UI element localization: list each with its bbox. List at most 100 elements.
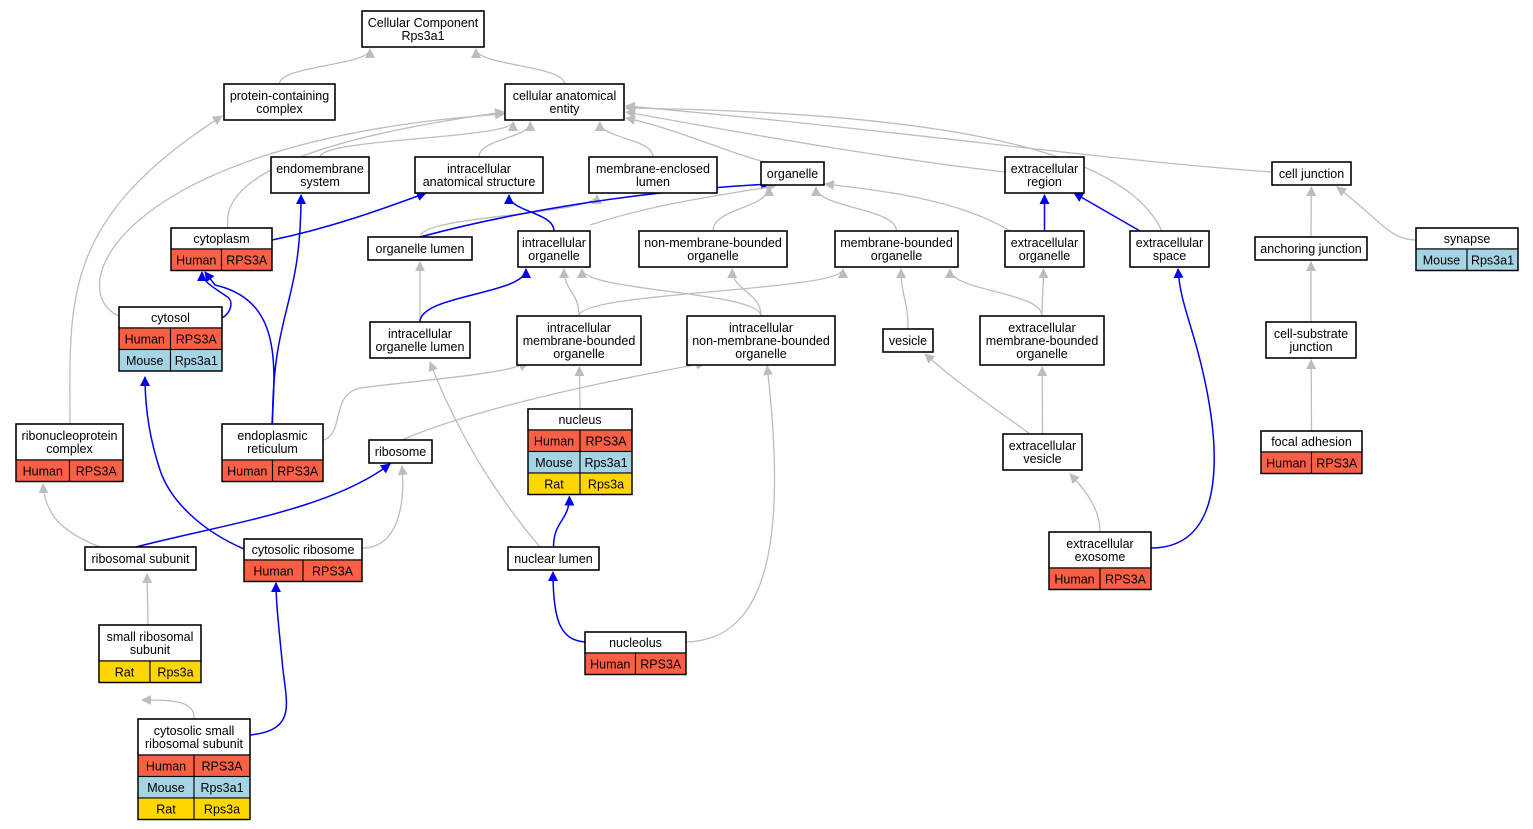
term-label-line: ribosome xyxy=(375,445,426,459)
gene-symbol: Rps3a1 xyxy=(584,456,627,470)
species-label: Human xyxy=(1266,456,1306,470)
term-node-ribosomal-subunit[interactable]: ribosomal subunit xyxy=(84,546,197,571)
species-label: Human xyxy=(146,759,186,773)
term-node-organelle-lumen[interactable]: organelle lumen xyxy=(367,236,473,261)
gene-symbol: RPS3A xyxy=(1105,572,1147,586)
edge-small-ribosomal-subunit-to-ribosomal-subunit xyxy=(142,573,153,626)
term-outline xyxy=(414,156,544,194)
term-label-line: membrane-bounded xyxy=(840,236,953,250)
edge-endomembrane-to-anatomical-entity xyxy=(319,121,518,158)
edge-extracellular-region-to-anatomical-entity xyxy=(625,108,1006,173)
edge-intracellular-structure-to-anatomical-entity xyxy=(478,121,536,158)
term-label-line: non-membrane-bounded xyxy=(692,334,830,348)
edge-intracellular-non-membrane-organelle-to-non-membrane-organelle xyxy=(727,268,762,317)
gene-symbol: RPS3A xyxy=(586,434,628,448)
species-label: Human xyxy=(176,253,216,267)
gene-symbol: RPS3A xyxy=(312,564,354,578)
term-label-line: region xyxy=(1027,175,1062,189)
term-outline xyxy=(882,328,934,353)
term-outline xyxy=(243,538,363,583)
gene-symbol: Rps3a xyxy=(588,477,624,491)
term-outline xyxy=(504,83,625,121)
edge-cytosol-to-anatomical-entity xyxy=(98,109,505,317)
term-outline xyxy=(527,408,633,496)
term-label-line: membrane-bounded xyxy=(986,334,1099,348)
term-label-line: organelle lumen xyxy=(376,242,465,256)
term-node-cell-junction[interactable]: cell junction xyxy=(1271,161,1352,186)
edge-organelle-to-anatomical-entity xyxy=(625,115,769,164)
term-outline xyxy=(1129,230,1210,268)
term-label-line: ribonucleoprotein xyxy=(22,429,118,443)
term-node-vesicle[interactable]: vesicle xyxy=(882,328,934,353)
edge-cytoplasm-to-intracellular-structure xyxy=(271,191,427,241)
edge-extracellular-exosome-to-extracellular-vesicle xyxy=(1069,473,1101,533)
species-label: Mouse xyxy=(126,354,164,368)
term-label-line: complex xyxy=(256,102,303,116)
term-label-line: nucleus xyxy=(558,413,601,427)
edge-ribosomal-subunit-to-ribonucleoprotein-complex xyxy=(38,483,101,548)
term-label-line: Rps3a1 xyxy=(401,29,444,43)
edge-extracellular-exosome-to-extracellular-space xyxy=(1150,268,1215,549)
species-label: Human xyxy=(590,657,630,671)
term-label-line: complex xyxy=(46,442,93,456)
edge-nucleolus-to-intracellular-non-membrane-organelle xyxy=(685,365,776,643)
term-node-intracellular-non-membrane-organelle[interactable]: intracellularnon-membrane-boundedorganel… xyxy=(686,315,836,366)
term-label-line: intracellular xyxy=(729,321,793,335)
term-node-ribosome[interactable]: ribosome xyxy=(368,439,433,464)
term-label-line: nucleolus xyxy=(609,636,662,650)
edge-synapse-to-cell-junction xyxy=(1336,186,1417,241)
term-node-anchoring-junction[interactable]: anchoring junction xyxy=(1254,236,1368,261)
term-label-line: synapse xyxy=(1444,232,1491,246)
term-outline xyxy=(118,306,223,372)
term-label-line: organelle lumen xyxy=(376,340,465,354)
term-outline xyxy=(270,156,370,194)
term-label-line: extracellular xyxy=(1011,162,1078,176)
term-outline xyxy=(517,230,591,268)
term-label-line: cell-substrate xyxy=(1274,327,1348,341)
term-node-organelle[interactable]: organelle xyxy=(760,161,825,186)
edge-organelle-lumen-to-organelle xyxy=(419,179,771,238)
term-label-line: organelle xyxy=(687,249,738,263)
term-label-line: focal adhesion xyxy=(1271,435,1352,449)
term-label-line: intracellular xyxy=(388,327,452,341)
term-label-line: cytosolic ribosome xyxy=(252,543,355,557)
edge-er-to-intracellular-membrane-organelle xyxy=(323,361,529,441)
species-label: Human xyxy=(125,332,165,346)
term-node-nuclear-lumen[interactable]: nuclear lumen xyxy=(507,546,600,571)
term-label-line: organelle xyxy=(735,347,786,361)
term-outline xyxy=(1048,531,1152,591)
term-outline xyxy=(1265,321,1357,359)
term-label-line: small ribosomal xyxy=(107,630,194,644)
edge-extracellular-vesicle-to-vesicle xyxy=(924,353,1031,435)
